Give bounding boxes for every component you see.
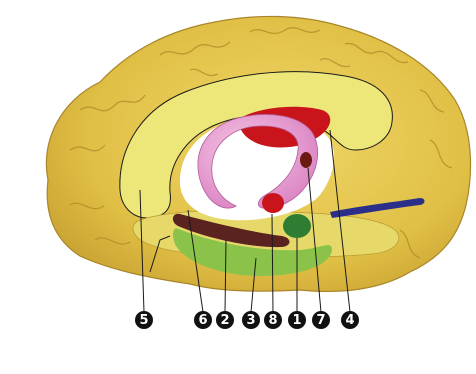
marker-label: 2 [220, 313, 229, 328]
marker-label: 6 [198, 313, 207, 328]
marker-label: 8 [268, 313, 277, 328]
marker-label: 3 [246, 313, 255, 328]
marker-2: 2 [216, 311, 234, 329]
dark-green-structure-1 [283, 214, 311, 238]
marker-label: 7 [316, 313, 325, 328]
marker-label: 4 [345, 313, 354, 328]
marker-8: 8 [264, 311, 282, 329]
marker-1: 1 [288, 311, 306, 329]
red-knob-structure-8 [262, 193, 284, 213]
marker-label: 1 [292, 313, 301, 328]
marker-7: 7 [312, 311, 330, 329]
number-markers: 1 2 3 4 5 6 7 8 [135, 311, 359, 329]
marker-5: 5 [135, 311, 153, 329]
marker-4: 4 [341, 311, 359, 329]
dark-body-structure-7 [300, 152, 312, 168]
marker-6: 6 [194, 311, 212, 329]
marker-3: 3 [242, 311, 260, 329]
marker-label: 5 [139, 313, 148, 328]
